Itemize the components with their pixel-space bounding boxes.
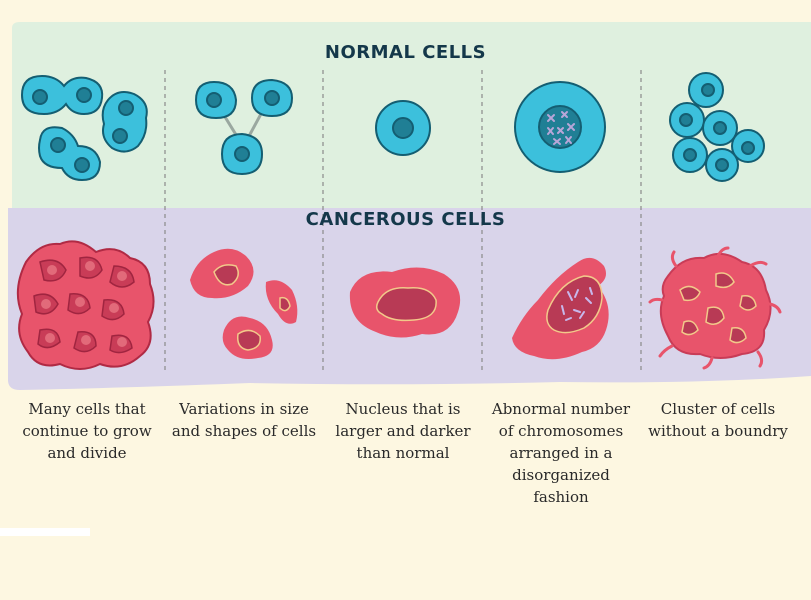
caption-size-shape: Variations in size and shapes of cells	[171, 400, 317, 440]
normal-cell-with-chromosomes	[514, 81, 606, 173]
normal-cell-cluster	[669, 72, 765, 182]
cancer-cell-mass	[16, 240, 155, 370]
caption-nucleus: Nucleus that is larger and darker than n…	[335, 400, 471, 462]
cancer-boundaryless-cluster	[648, 246, 782, 370]
normal-single-cell	[375, 100, 431, 156]
normal-dividing-cells	[20, 74, 148, 182]
cancer-chromosome-cell	[512, 257, 609, 360]
cancer-large-nucleus-cell	[349, 267, 461, 338]
caption-chromosomes: Abnormal number of chromosomes arranged …	[491, 400, 631, 506]
column-dividers	[164, 70, 642, 372]
cancerous-cells-title: CANCEROUS CELLS	[305, 209, 506, 230]
cancer-variable-cells	[190, 248, 298, 359]
caption-grow-divide: Many cells that continue to grow and div…	[22, 400, 152, 462]
normal-connected-cells	[194, 78, 294, 176]
caption-cluster: Cluster of cells without a boundry	[648, 400, 788, 440]
decorative-strip	[0, 528, 90, 536]
normal-cells-title: NORMAL CELLS	[324, 42, 487, 63]
